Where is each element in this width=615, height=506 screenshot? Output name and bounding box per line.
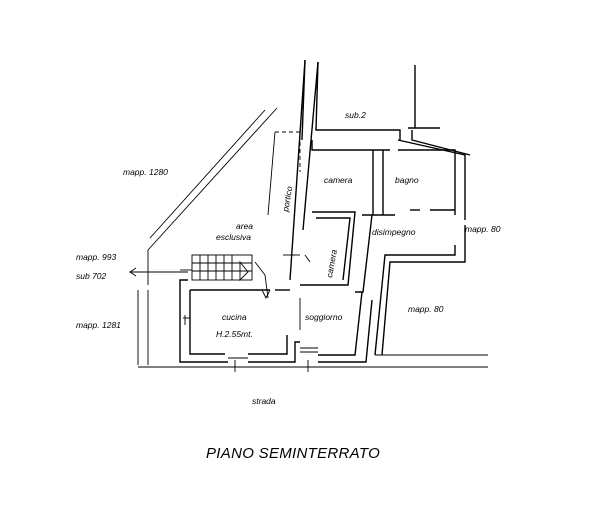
- label-esclusiva: esclusiva: [216, 232, 251, 242]
- plan-title: PIANO SEMINTERRATO: [206, 445, 380, 462]
- walls: [179, 59, 471, 372]
- label-portico: portico: [280, 185, 294, 213]
- label-mapp80-bottom: mapp. 80: [408, 304, 444, 314]
- labels: sub.2 mapp. 1280 portico camera bagno ar…: [76, 110, 501, 462]
- label-camera-side: camera: [324, 248, 339, 278]
- label-sub702: sub 702: [76, 271, 107, 281]
- label-strada: strada: [252, 396, 276, 406]
- label-soggiorno: soggiorno: [305, 312, 343, 322]
- label-cucina: cucina: [222, 312, 247, 322]
- label-mapp1281: mapp. 1281: [76, 320, 121, 330]
- label-mapp993: mapp. 993: [76, 252, 116, 262]
- label-mapp80-top: mapp. 80: [465, 224, 501, 234]
- boundary-lines: [137, 107, 488, 368]
- label-camera-top: camera: [324, 175, 353, 185]
- label-bagno: bagno: [395, 175, 419, 185]
- label-mapp1280: mapp. 1280: [123, 167, 168, 177]
- arrow-sub702: [129, 267, 188, 277]
- stair: [180, 254, 271, 300]
- label-height: H.2.55mt.: [216, 329, 253, 339]
- label-disimpegno: disimpegno: [372, 227, 416, 237]
- label-area: area: [236, 221, 253, 231]
- label-sub2: sub.2: [345, 110, 366, 120]
